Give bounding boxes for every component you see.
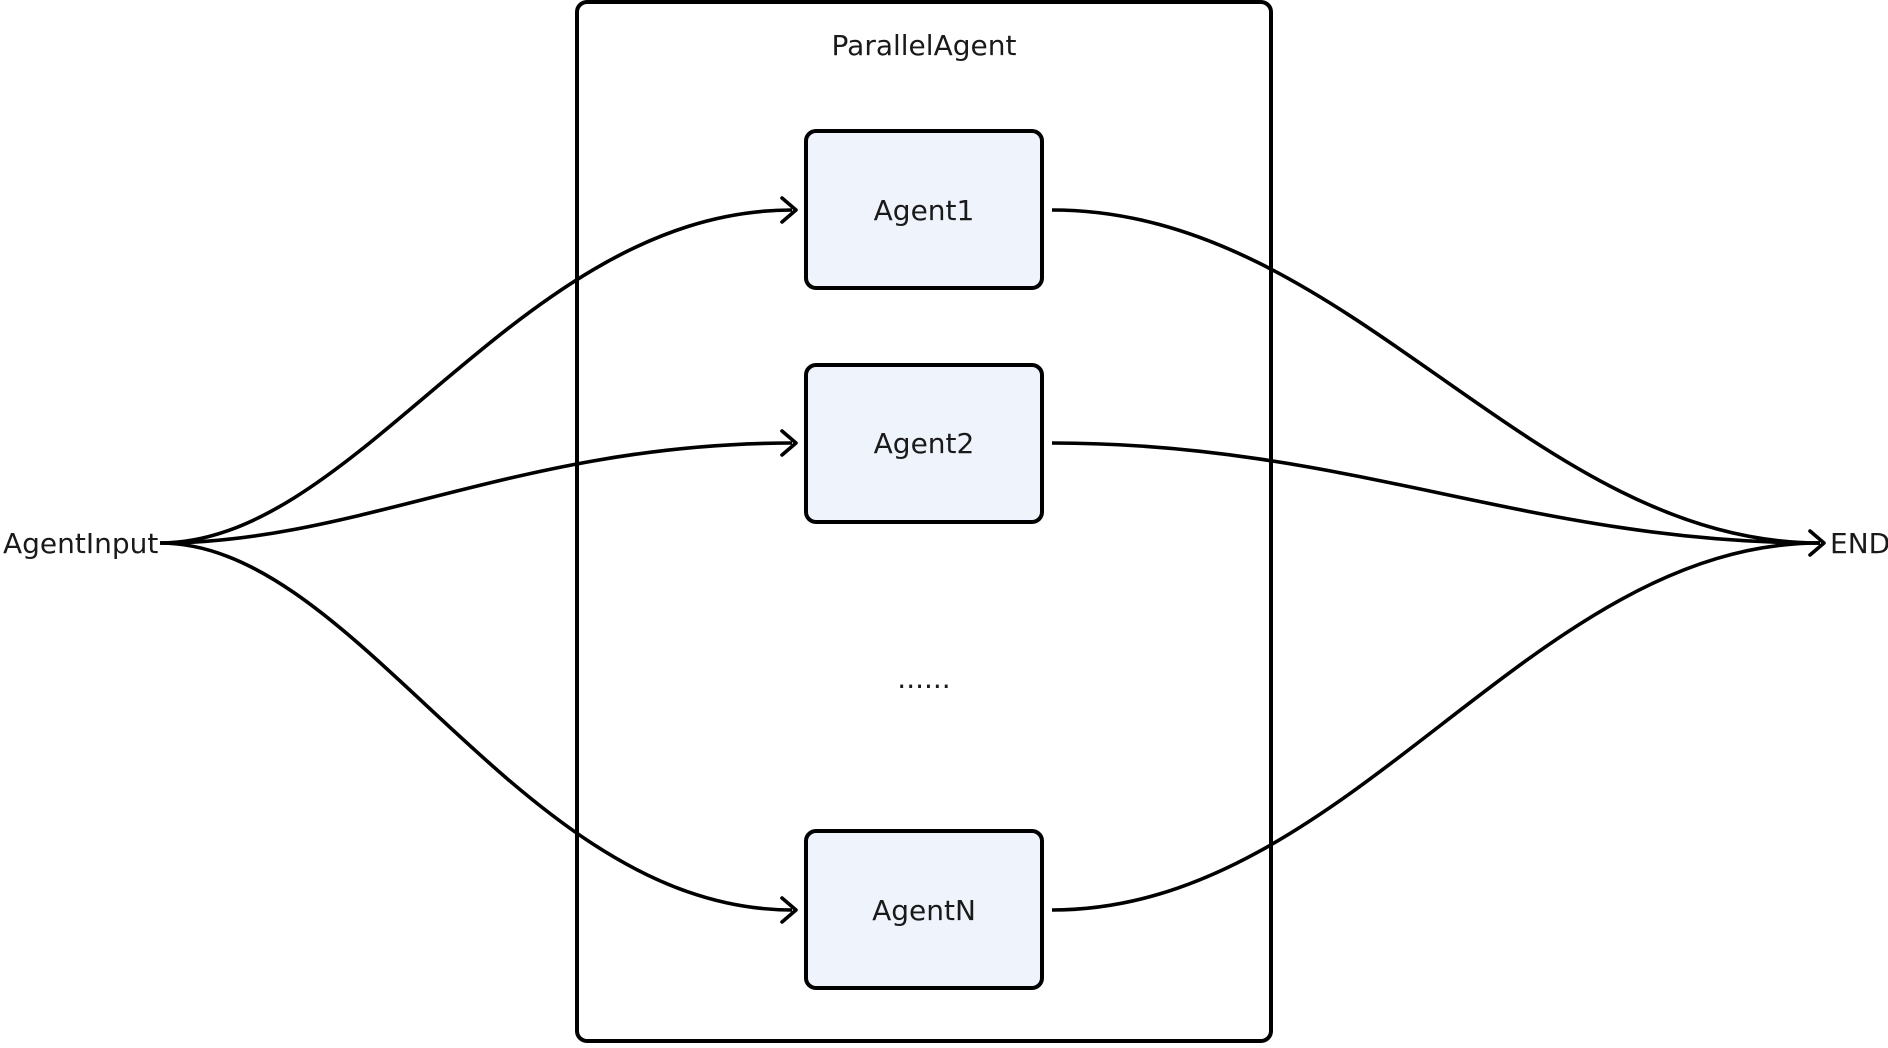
end-label: END <box>1830 527 1888 560</box>
agent2-label: Agent2 <box>874 427 975 460</box>
agent1-box[interactable] <box>804 129 1044 290</box>
arrowhead-agentn-icon <box>780 896 798 924</box>
agent-node[interactable]: AgentN <box>804 829 1044 990</box>
agentn-label: AgentN <box>872 894 976 927</box>
ellipsis: ...... <box>897 662 950 695</box>
arrowhead-end-icon <box>1808 529 1826 557</box>
edge-input-to-agentn <box>159 541 793 912</box>
arrowhead-agent1-icon <box>780 196 798 224</box>
agentn-box[interactable] <box>804 829 1044 990</box>
agent-node[interactable]: Agent1 <box>804 129 1044 290</box>
agent2-box[interactable] <box>804 363 1044 524</box>
edge-agent2-to-end <box>1051 441 1821 545</box>
edge-input-to-agent1 <box>159 208 793 545</box>
container-title: ParallelAgent <box>832 29 1017 62</box>
parallel-agent-container <box>575 0 1273 1043</box>
edge-input-to-agent2 <box>159 441 793 545</box>
edge-agentn-to-end <box>1051 541 1821 912</box>
agent1-label: Agent1 <box>874 194 975 227</box>
agent-node[interactable]: Agent2 <box>804 363 1044 524</box>
arrowhead-agent2-icon <box>780 429 798 457</box>
edge-agent1-to-end <box>1051 208 1821 545</box>
agent-input-label: AgentInput <box>3 527 158 560</box>
